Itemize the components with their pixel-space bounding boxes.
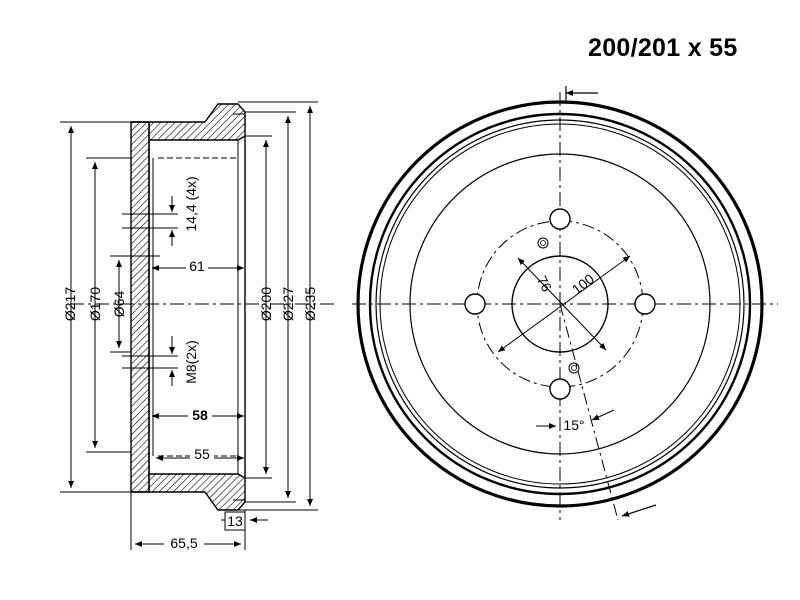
dim-diameter-217: Ø217 — [62, 287, 78, 321]
dim-hole-14-4: 14,4 (4x) — [183, 176, 199, 231]
bolt-hole-top — [549, 208, 571, 230]
dim-thread-m8: M8(2x) — [183, 340, 199, 384]
dim-diameter-235: Ø235 — [302, 287, 318, 321]
bolt-hole-bottom — [549, 378, 571, 400]
dim-58: 58 — [192, 407, 208, 423]
dim-61: 61 — [189, 258, 205, 274]
dim-diameter-64: Ø64 — [111, 291, 127, 318]
bolt-hole-left — [464, 293, 486, 315]
dim-55: 55 — [194, 446, 210, 462]
bolt-hole-right — [634, 293, 656, 315]
thread-hole-upper — [537, 237, 549, 249]
thread-hole-lower — [568, 362, 580, 374]
front-view: 76 100 15° — [352, 86, 778, 521]
dim-diameter-227: Ø227 — [280, 287, 296, 321]
section-view: Ø217 Ø170 Ø64 14,4 (4x) M8(2x) 61 58 — [60, 101, 335, 551]
dim-65-5: 65,5 — [170, 535, 197, 551]
dim-pcd-76: 76 — [534, 273, 556, 294]
hub-face — [130, 121, 150, 493]
drum-size-title: 200/201 x 55 — [588, 34, 738, 62]
dim-13: 13 — [227, 513, 243, 529]
dim-angle-15: 15° — [563, 417, 584, 433]
dim-pcd-100: 100 — [569, 270, 597, 297]
dim-diameter-200: Ø200 — [258, 287, 274, 321]
dim-diameter-170: Ø170 — [87, 287, 103, 321]
section-arrow-bottom — [621, 504, 657, 517]
